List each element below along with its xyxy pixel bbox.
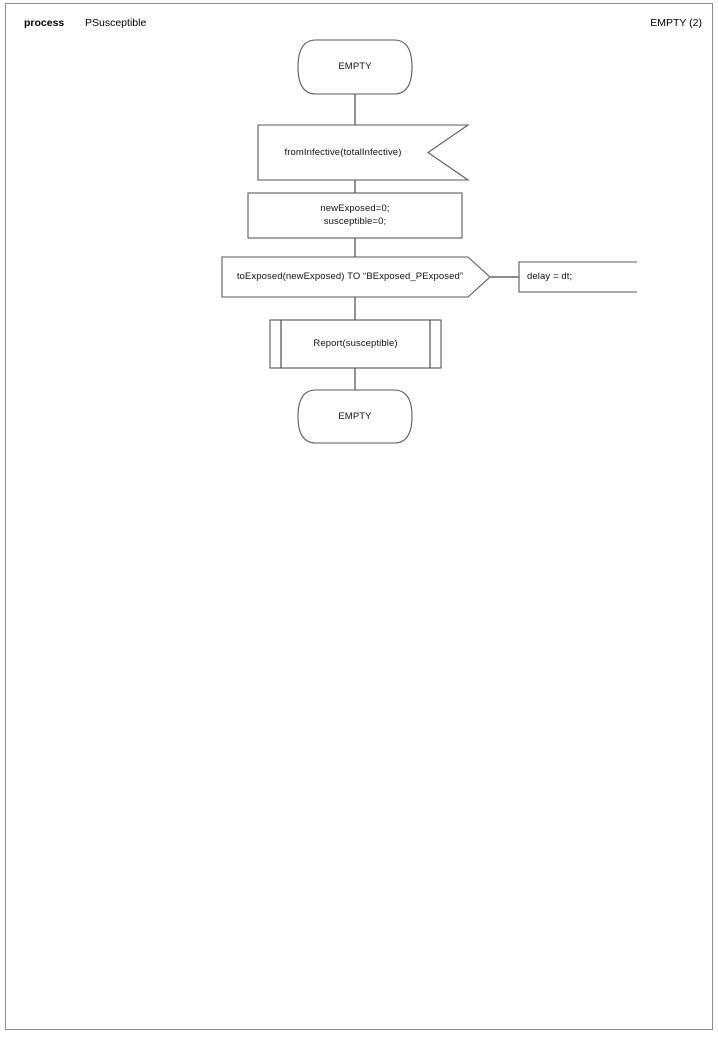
shape-end-terminator: [297, 389, 413, 444]
label-start-terminator: EMPTY: [338, 61, 372, 72]
label-receive-message: fromInfective(totalInfective): [284, 147, 402, 158]
label-assignment: newExposed=0; susceptible=0;: [320, 203, 390, 227]
shape-start-terminator: [297, 39, 413, 95]
header-keyword: process: [24, 17, 65, 29]
shape-send-message: [221, 256, 491, 298]
shape-delay-annotation: [518, 261, 637, 293]
shape-receive-message: [257, 124, 470, 181]
header-page-indicator: EMPTY (2): [650, 17, 702, 29]
header-process-name: PSusceptible: [85, 17, 147, 29]
shape-assignment-rectangle: [247, 192, 463, 239]
label-report-procedure: Report(susceptible): [313, 338, 398, 349]
label-end-terminator: EMPTY: [338, 411, 372, 422]
label-send-message: toExposed(newExposed) TO “BExposed_PExpo…: [236, 271, 464, 282]
label-delay-annotation: delay = dt;: [527, 271, 573, 282]
shape-report-procedure: [269, 319, 442, 369]
